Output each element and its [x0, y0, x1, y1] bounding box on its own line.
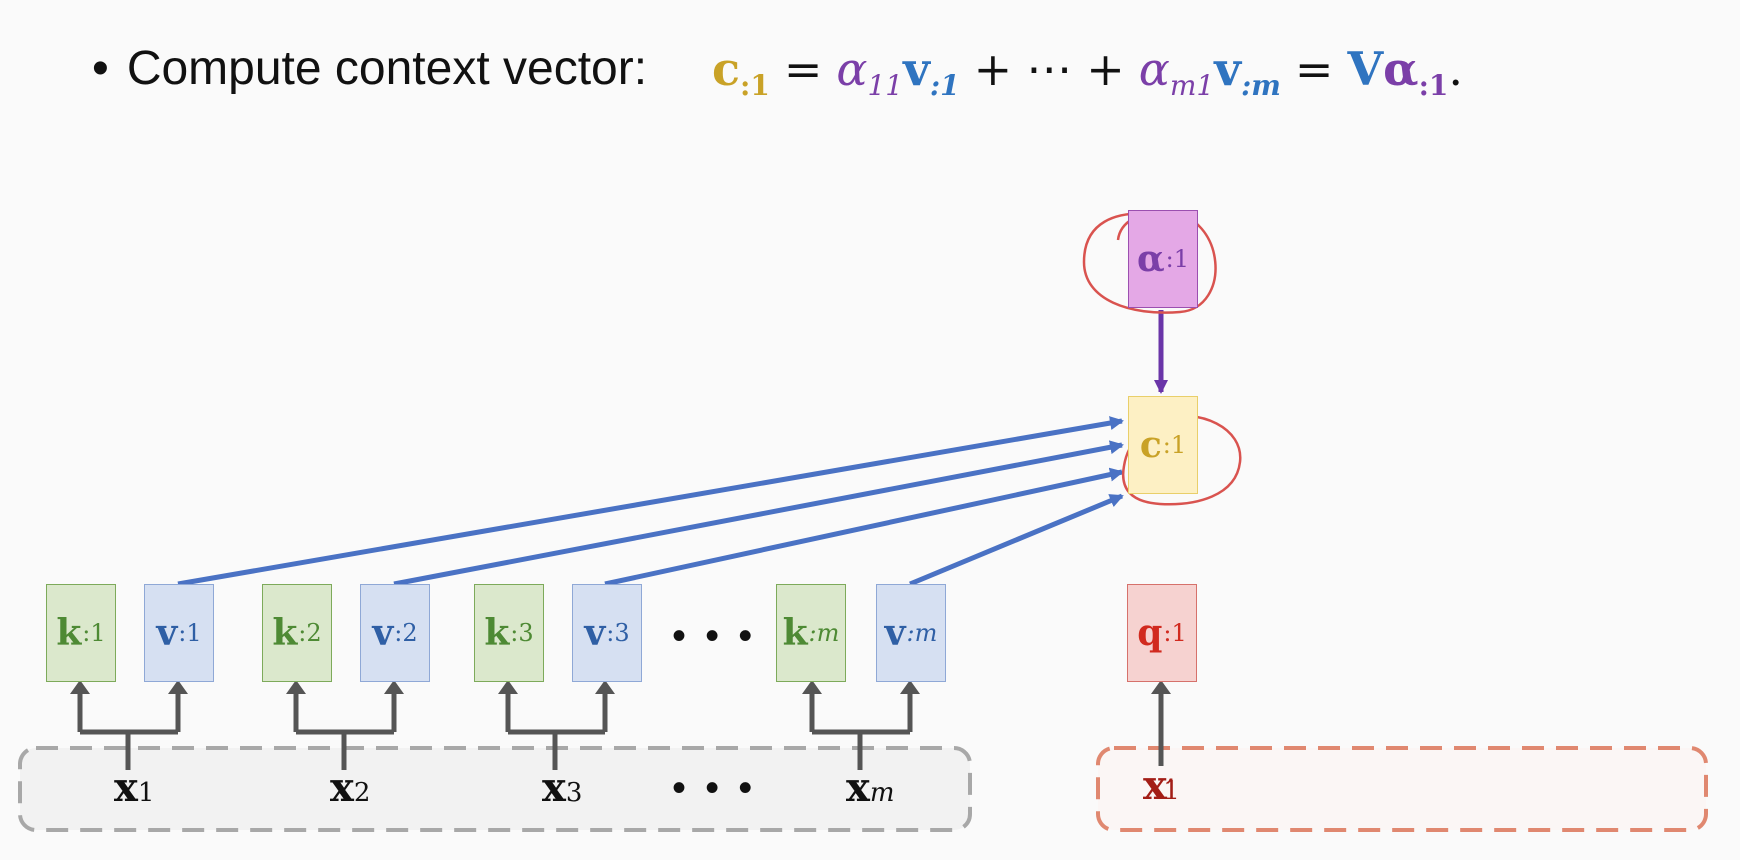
formula-alpha-vec: α:1	[1383, 42, 1449, 102]
input-x-container	[18, 746, 972, 832]
formula-plus-1: +	[973, 42, 1013, 96]
formula-period: .	[1448, 42, 1464, 96]
formula-ellipsis: ⋯	[1026, 42, 1073, 96]
fork-arrowheads	[70, 680, 1171, 694]
ellipsis-top: • • •	[672, 614, 757, 658]
formula-equals-2: =	[1294, 42, 1334, 96]
bullet-text: Compute context vector:	[126, 41, 648, 95]
context-vector-formula: c:1 = α11 v:1 + ⋯ + αm1 v:m = V α:1 .	[712, 28, 1463, 108]
key-box-m: k:m	[776, 584, 846, 682]
formula-equals-1: =	[783, 42, 823, 96]
value-box-2: v:2	[360, 584, 430, 682]
key-box-2: k:2	[262, 584, 332, 682]
formula-alpham1: αm1	[1138, 42, 1215, 102]
value-to-context-arrows	[177, 416, 1124, 587]
formula-c: c:1	[712, 42, 770, 102]
input-x-prime-container	[1096, 746, 1708, 832]
context-box: c:1	[1128, 396, 1198, 494]
formula-alpha11: α11	[836, 42, 904, 102]
fork-connectors	[77, 690, 1164, 770]
value-box-3: v:3	[572, 584, 642, 682]
input-x-prime-label: x′1	[1143, 762, 1180, 809]
formula-V: V	[1347, 42, 1384, 96]
ellipsis-bottom: • • •	[672, 766, 757, 810]
formula-vm: v:m	[1214, 42, 1281, 102]
value-box-1: v:1	[144, 584, 214, 682]
alpha-box: α:1	[1128, 210, 1198, 308]
query-box: q:1	[1127, 584, 1197, 682]
formula-plus-2: +	[1086, 42, 1125, 96]
bullet-marker: •	[92, 41, 109, 95]
key-box-3: k:3	[474, 584, 544, 682]
formula-v1: v:1	[903, 42, 960, 102]
bullet-line: • Compute context vector:	[92, 28, 647, 108]
value-box-m: v:m	[876, 584, 946, 682]
key-box-1: k:1	[46, 584, 116, 682]
